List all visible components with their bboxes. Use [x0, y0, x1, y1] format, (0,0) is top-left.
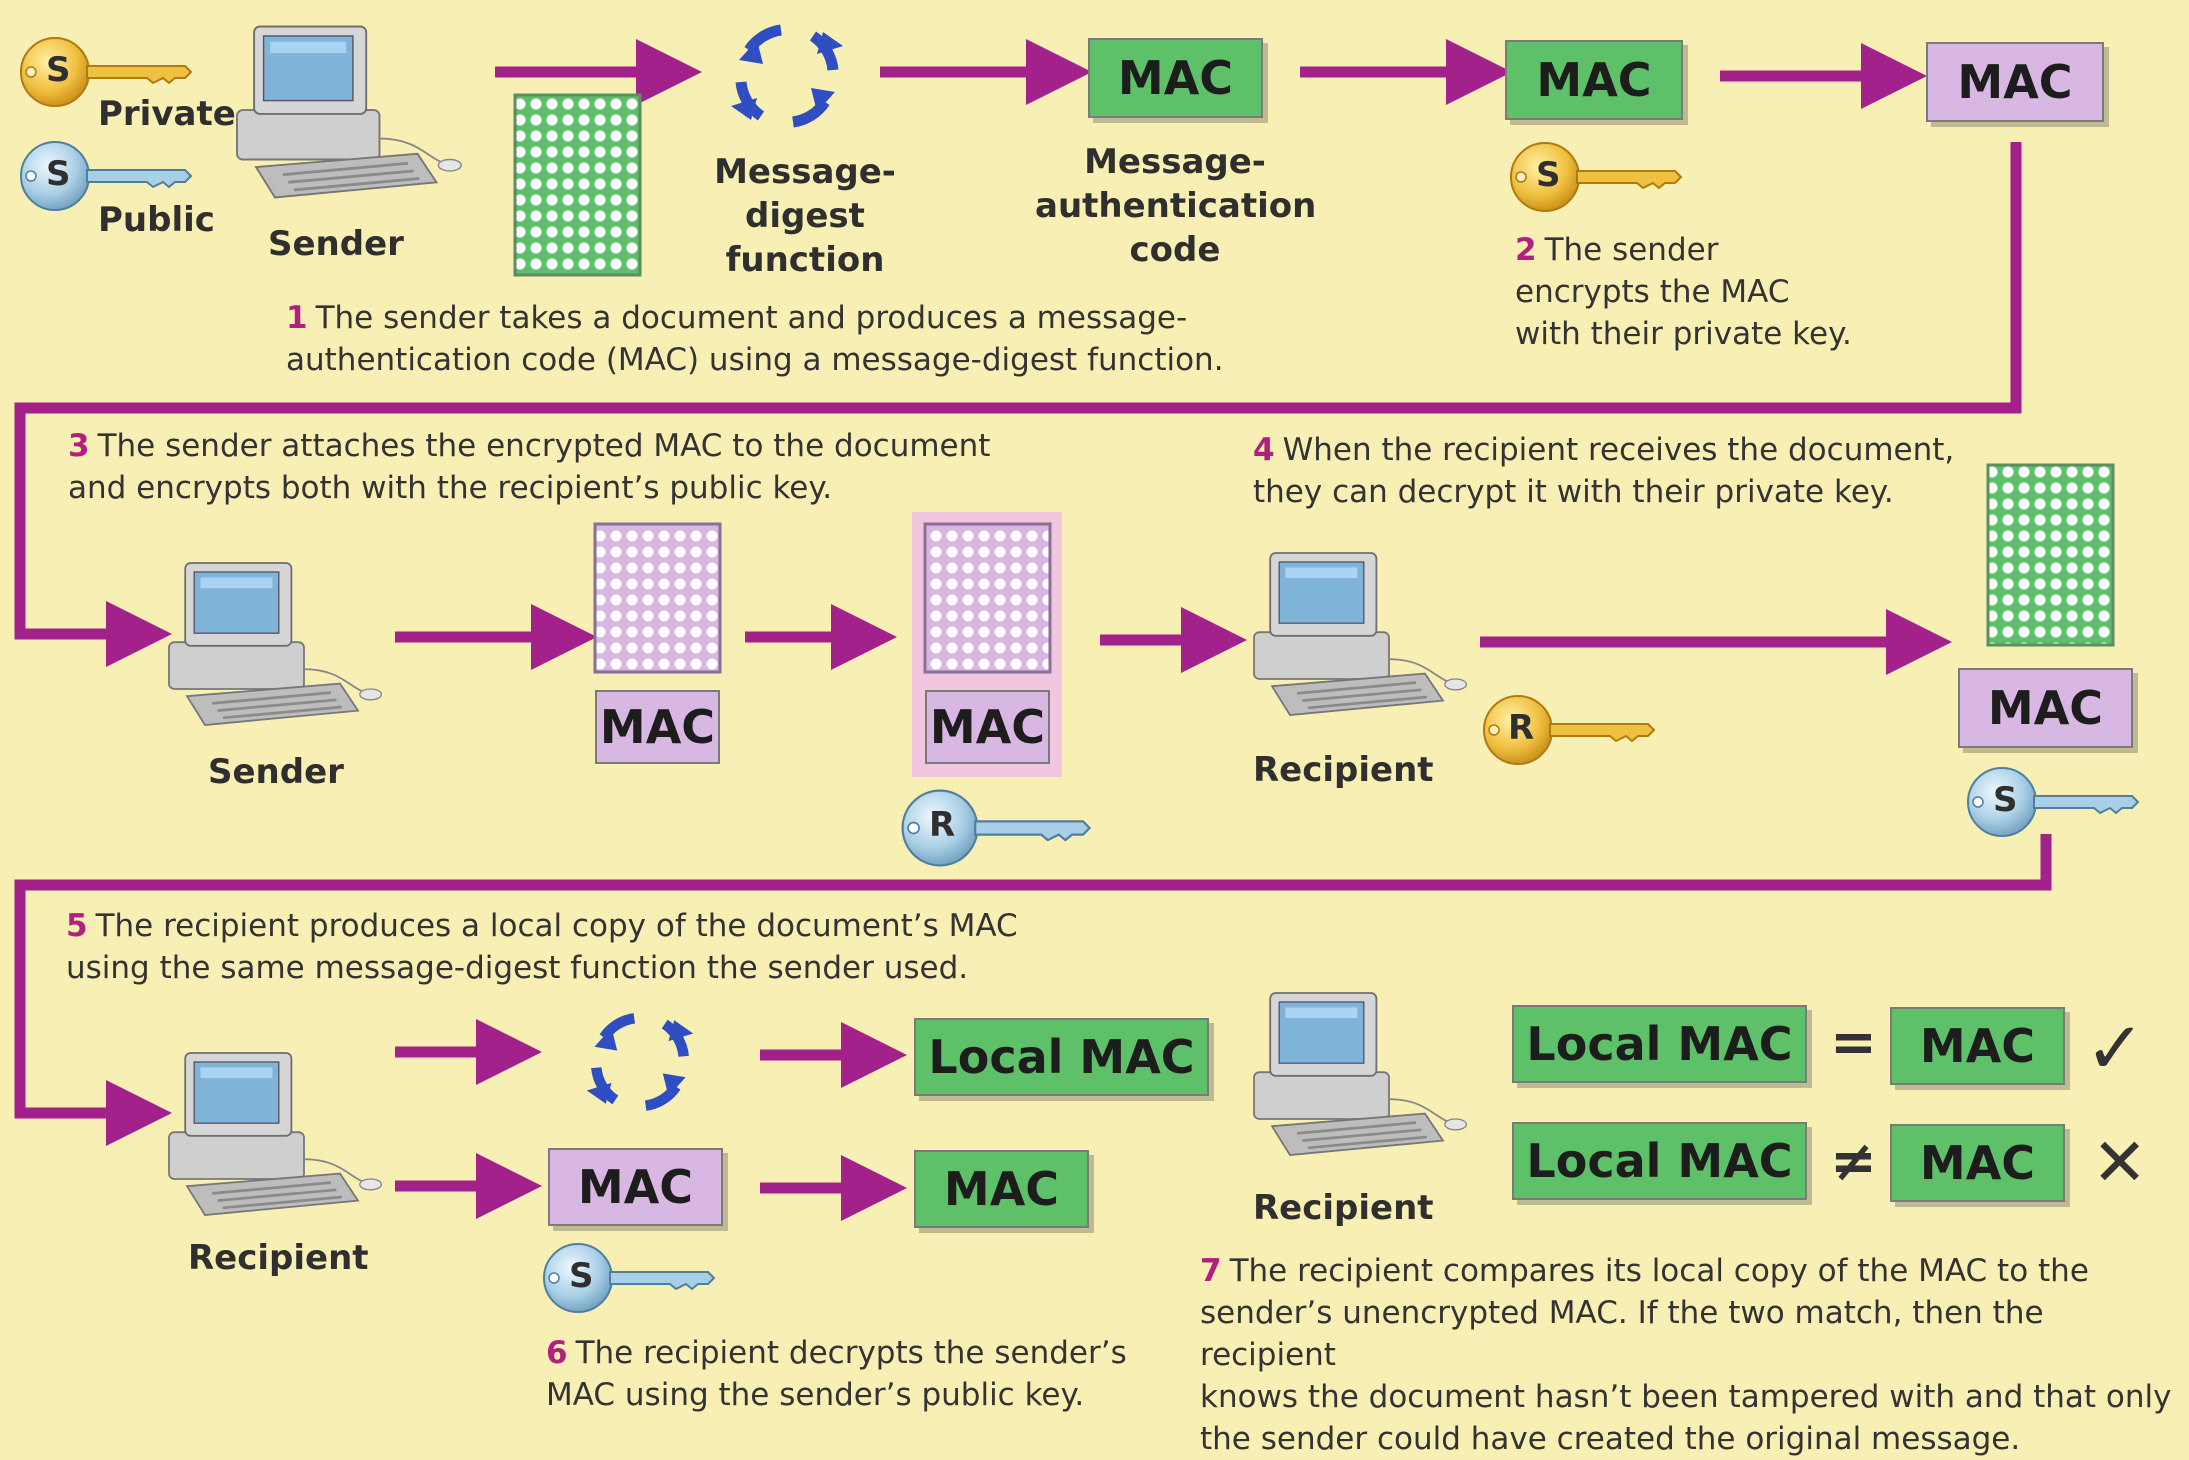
computer-icon — [167, 1051, 383, 1217]
recipient-label: Recipient — [1253, 1188, 1434, 1228]
key-letter-r: R — [1508, 708, 1535, 748]
step-number: 7 — [1200, 1253, 1222, 1289]
mac-box: MAC — [1890, 1124, 2065, 1202]
message-digest-function-label: Message- digest function — [714, 152, 896, 280]
not-equals-sign: ≠ — [1830, 1129, 1877, 1194]
recipient-label: Recipient — [188, 1238, 369, 1278]
connector-row2-row3 — [14, 834, 2052, 1146]
document-icon — [513, 93, 642, 277]
check-icon: ✓ — [2085, 1006, 2146, 1090]
message-digest-icon — [587, 1018, 693, 1105]
local-mac-box: Local MAC — [1512, 1122, 1807, 1200]
document-icon — [1986, 463, 2115, 647]
mac-box: MAC — [1505, 40, 1683, 120]
message-digest-icon — [731, 30, 843, 122]
cross-icon: ✕ — [2092, 1124, 2148, 1201]
step-text: The sender takes a document and produces… — [286, 300, 1224, 378]
legend-public-label: Public — [98, 200, 215, 240]
step-number: 4 — [1253, 432, 1275, 468]
step-number: 2 — [1515, 232, 1537, 268]
document-icon — [593, 522, 722, 674]
sender-label: Sender — [208, 752, 344, 792]
connector-row1-row2 — [14, 142, 2022, 667]
key-letter-s: S — [46, 50, 71, 90]
step-number: 6 — [546, 1335, 568, 1371]
message-authentication-code-label: Message- authentication code — [1035, 142, 1317, 270]
computer-icon — [1252, 991, 1468, 1157]
local-mac-box: Local MAC — [914, 1018, 1209, 1096]
local-mac-box: Local MAC — [1512, 1005, 1807, 1083]
mac-box: MAC — [914, 1150, 1089, 1228]
step-text: The recipient compares its local copy of… — [1200, 1253, 2172, 1457]
computer-icon — [167, 561, 383, 727]
equals-sign: = — [1830, 1010, 1877, 1075]
step-text: The recipient decrypts the sender’s MAC … — [546, 1335, 1127, 1413]
encrypted-mac-box: MAC — [548, 1148, 723, 1226]
key-letter-s: S — [569, 1256, 594, 1296]
encrypted-mac-box: MAC — [595, 690, 720, 764]
encrypted-mac-box: MAC — [1958, 668, 2133, 748]
key-letter-s: S — [1993, 780, 2018, 820]
computer-icon — [1252, 551, 1468, 717]
computer-icon — [235, 25, 463, 199]
mac-box: MAC — [1088, 38, 1263, 118]
document-icon — [923, 522, 1052, 674]
sender-label: Sender — [268, 224, 404, 264]
encrypted-mac-box: MAC — [1926, 42, 2104, 122]
legend-private-label: Private — [98, 94, 236, 134]
step-text: The recipient produces a local copy of t… — [66, 908, 1018, 986]
mac-box: MAC — [1890, 1007, 2065, 1085]
step-text: The sender encrypts the MAC with their p… — [1515, 232, 1852, 352]
step-number: 5 — [66, 908, 88, 944]
step-number: 3 — [68, 428, 90, 464]
key-letter-r: R — [929, 805, 956, 845]
encrypted-mac-box: MAC — [925, 690, 1050, 764]
step-number: 1 — [286, 300, 308, 336]
step-text: When the recipient receives the document… — [1253, 432, 1955, 510]
key-letter-s: S — [1536, 155, 1561, 195]
recipient-label: Recipient — [1253, 750, 1434, 790]
key-letter-s: S — [46, 154, 71, 194]
step-text: The sender attaches the encrypted MAC to… — [68, 428, 991, 506]
